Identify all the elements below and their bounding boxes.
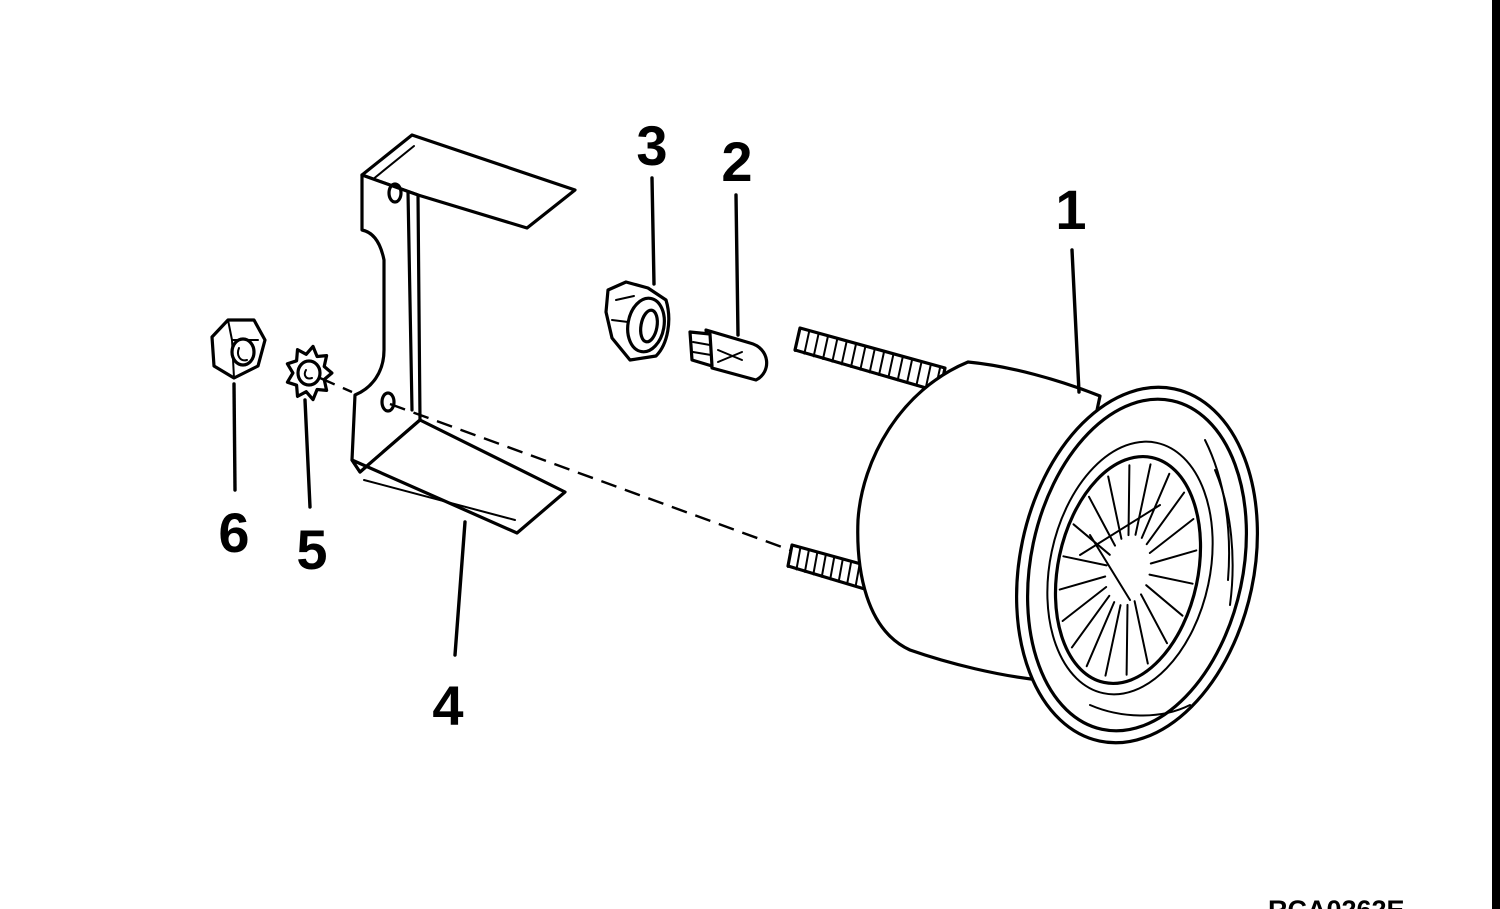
gauge-upper-stud bbox=[793, 326, 947, 394]
leader-lines bbox=[232, 176, 1081, 657]
right-edge-border bbox=[1492, 0, 1500, 909]
assembly-line bbox=[389, 402, 791, 552]
callout-4: 4 bbox=[432, 674, 463, 737]
hex-nut-part bbox=[210, 318, 267, 380]
mounting-bracket-part bbox=[350, 133, 577, 535]
callout-5: 5 bbox=[296, 518, 327, 581]
lock-washer-part bbox=[285, 344, 334, 402]
gauge-lower-stud bbox=[786, 543, 874, 592]
leader-1 bbox=[1070, 248, 1081, 394]
gauge-part bbox=[786, 326, 1260, 745]
callout-1: 1 bbox=[1055, 178, 1086, 241]
leader-5 bbox=[303, 398, 312, 509]
callout-3: 3 bbox=[636, 114, 667, 177]
leader-6 bbox=[232, 382, 237, 492]
callout-6: 6 bbox=[218, 501, 249, 564]
callout-2: 2 bbox=[721, 130, 752, 193]
leader-4 bbox=[453, 520, 467, 657]
bulb-part bbox=[688, 328, 769, 382]
gauge-needle bbox=[1079, 504, 1161, 601]
bulb-socket-part bbox=[604, 280, 671, 362]
callout-labels: 1 2 3 4 5 6 bbox=[218, 114, 1086, 737]
leader-2 bbox=[734, 193, 740, 337]
figure-code: RCA0262E bbox=[1268, 895, 1405, 909]
leader-3 bbox=[650, 176, 656, 286]
